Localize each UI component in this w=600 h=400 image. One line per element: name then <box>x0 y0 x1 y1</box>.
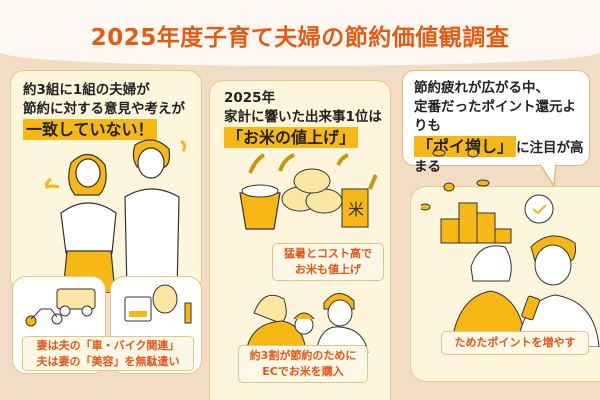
panel2-caption2-line2: ECでお米を購入 <box>262 365 344 378</box>
panel-point-increase: ためたポイントを増やす <box>410 148 600 382</box>
panel3-heading-suffix: に注目が高まる <box>414 140 584 175</box>
panel2-caption1: 猛暑とコスト高で お米も値上げ <box>272 243 384 281</box>
panel1-highlight: 一致していない！ <box>23 119 157 140</box>
car-bike-icon <box>25 288 96 327</box>
cosmetics-icon <box>124 284 192 324</box>
rice-sacks-icon: 米 <box>239 153 378 230</box>
panel2-heading: 2025年 家計に響いた出来事1位は 「お米の値上げ」 <box>224 89 382 149</box>
panel-rice-price: 2025年 家計に響いた出来事1位は 「お米の値上げ」 米 猛暑とコスト高で お… <box>209 80 391 400</box>
panel3-heading-line1: 節約疲れが広がる中、 <box>414 80 549 96</box>
panel2-caption1-line1: 猛暑とコスト高で <box>284 247 372 260</box>
panel3-caption: ためたポイントを増やす <box>441 331 589 355</box>
panel3-speech-bubble: 節約疲れが広がる中、 定番だったポイント還元よりも 「ポイ増し」に注目が高まる <box>402 70 590 175</box>
svg-text:米: 米 <box>348 200 364 219</box>
panel2-heading-line2: 家計に響いた出来事1位は <box>224 109 382 125</box>
header-banner: 2025年度子育て夫婦の節約価値観調査 <box>0 0 600 66</box>
panel2-caption2-line1: 約3割が節約のために <box>249 349 357 362</box>
couple-phone-coins-icon <box>421 148 600 347</box>
panel3-heading-line2: 定番だったポイント還元よりも <box>414 99 576 134</box>
page-title: 2025年度子育て夫婦の節約価値観調査 <box>90 25 510 51</box>
panel1-heading-line1: 約3組に1組の夫婦が <box>23 82 150 98</box>
panel1-caption: 妻は夫の「車・バイク関連」 夫は妻の「美容」を無駄遣い <box>22 336 194 371</box>
panel1-heading: 約3組に1組の夫婦が 節約に対する意見や考えが 一致していない！ <box>23 81 185 141</box>
family-eating-icon <box>245 293 369 353</box>
panel2-heading-line1: 2025年 <box>224 90 276 106</box>
panel2-highlight: 「お米の値上げ」 <box>224 127 359 148</box>
panel-couple-disagreement: 約3組に1組の夫婦が 節約に対する意見や考えが 一致していない！ <box>10 70 202 293</box>
panel2-caption1-line2: お米も値上げ <box>295 263 361 276</box>
panel1-heading-line2: 節約に対する意見や考えが <box>23 101 185 117</box>
panel2-caption2: 約3割が節約のために ECでお米を購入 <box>238 345 368 383</box>
panel1-caption-line2: 夫は妻の「美容」を無駄遣い <box>36 355 180 368</box>
couple-thinking-icon <box>45 139 187 293</box>
panel1-caption-line1: 妻は夫の「車・バイク関連」 <box>36 339 180 352</box>
